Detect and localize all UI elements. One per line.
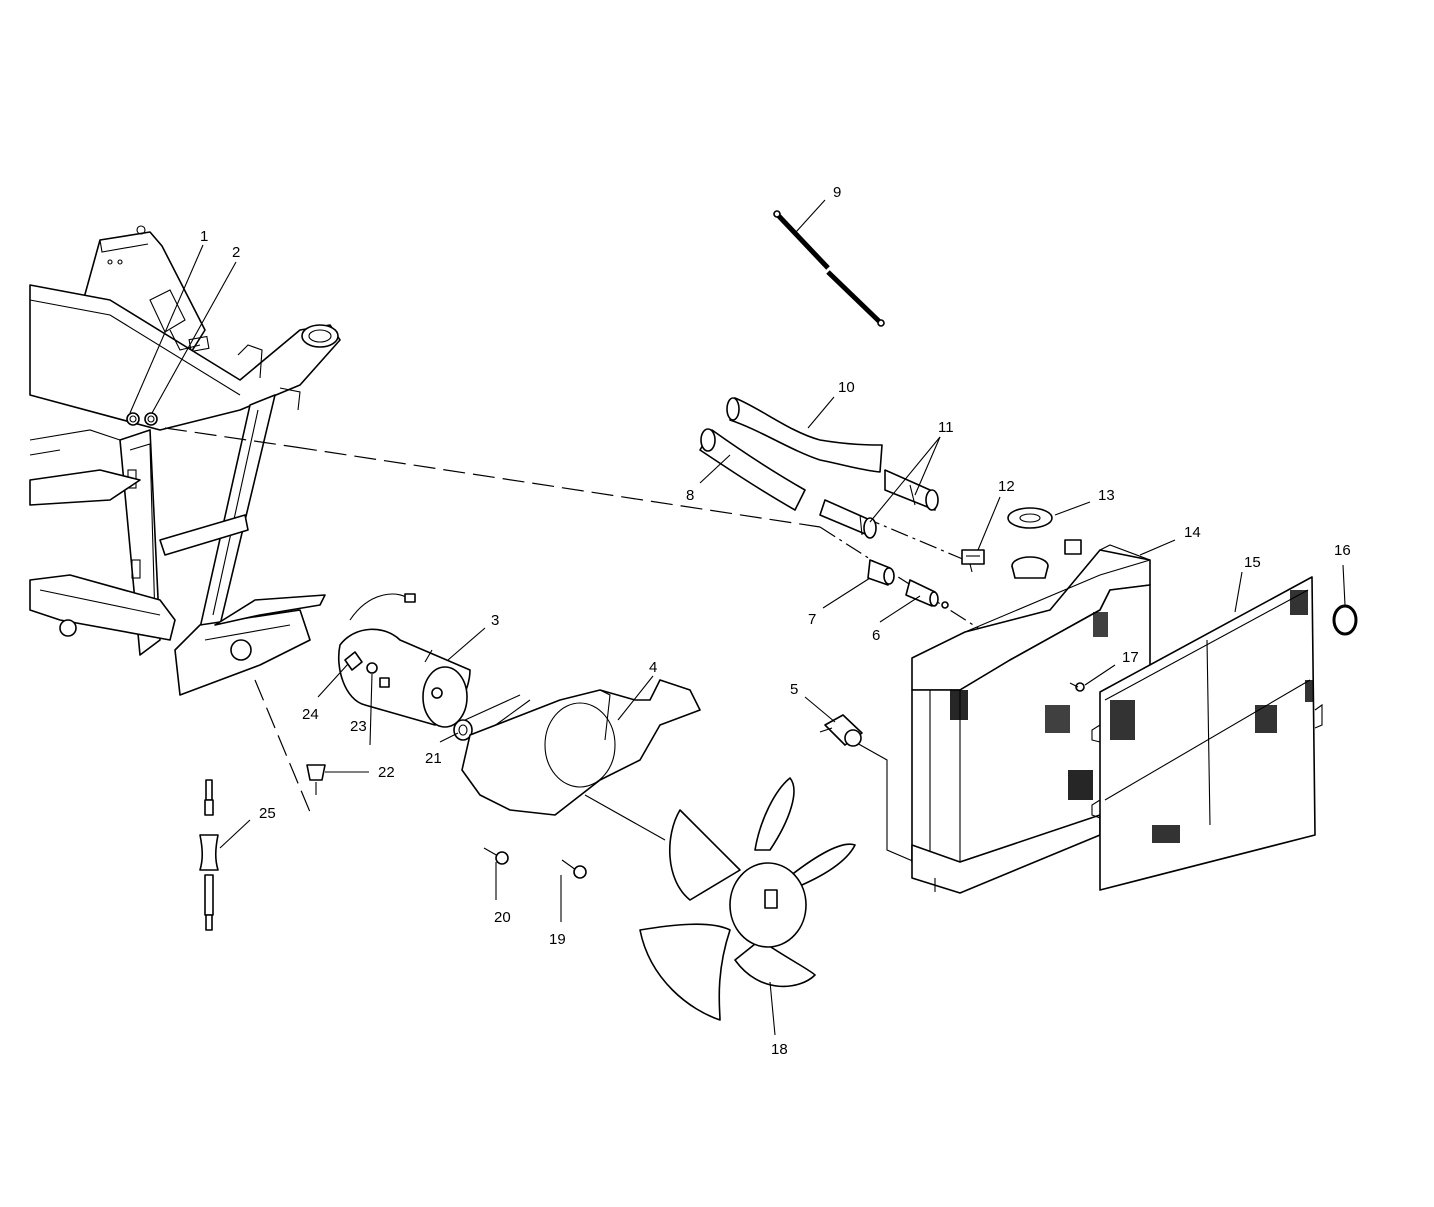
callout-10: 10 xyxy=(838,379,855,396)
callout-3: 3 xyxy=(491,612,499,629)
part-4-shroud xyxy=(461,679,701,816)
callout-24: 24 xyxy=(302,706,319,723)
callout-15: 15 xyxy=(1244,554,1261,571)
callout-21: 21 xyxy=(425,750,442,767)
callout-25: 25 xyxy=(259,805,276,822)
part-24-nut xyxy=(344,651,363,671)
part-25-damper xyxy=(199,779,219,931)
part-15-screen xyxy=(1091,576,1323,891)
callout-13: 13 xyxy=(1098,487,1115,504)
part-14-radiator xyxy=(911,539,1151,894)
callout-20: 20 xyxy=(494,909,511,926)
callout-4: 4 xyxy=(649,659,657,676)
callout-12: 12 xyxy=(998,478,1015,495)
part-5-switch xyxy=(819,714,863,747)
part-8-lower-hose xyxy=(699,428,806,511)
part-12-sensor xyxy=(961,549,985,573)
callout-leaders xyxy=(129,199,1346,1036)
callout-2: 2 xyxy=(232,244,240,261)
callout-17: 17 xyxy=(1122,649,1139,666)
part-23b-nut xyxy=(379,677,390,688)
part-10-upper-hose xyxy=(726,397,883,473)
callout-19: 19 xyxy=(549,931,566,948)
callout-18: 18 xyxy=(771,1041,788,1058)
part-6-sleeve xyxy=(905,579,939,607)
part-11-hose-clamps xyxy=(819,469,939,539)
callout-7: 7 xyxy=(808,611,816,628)
part-9-cable-tie xyxy=(773,210,885,327)
part-20-screw xyxy=(483,847,509,865)
part-21-spacer xyxy=(453,719,473,741)
callout-8: 8 xyxy=(686,487,694,504)
callout-16: 16 xyxy=(1334,542,1351,559)
vehicle-frame xyxy=(29,225,341,696)
callout-1: 1 xyxy=(200,228,208,245)
part-19-screw xyxy=(561,859,587,879)
callout-22: 22 xyxy=(378,764,395,781)
callout-9: 9 xyxy=(833,184,841,201)
part-13-radiator-cap xyxy=(1007,507,1053,579)
part-16-grommet xyxy=(1332,604,1358,636)
callout-6: 6 xyxy=(872,627,880,644)
part-22-nut xyxy=(306,764,326,795)
part-7-coupler xyxy=(867,559,895,586)
callout-labels: 1 2 3 4 5 6 7 8 9 10 11 12 13 14 15 16 1… xyxy=(200,184,1351,1058)
callout-11: 11 xyxy=(938,419,954,436)
callout-23: 23 xyxy=(350,718,367,735)
part-17-bolt xyxy=(1069,682,1085,692)
part-23-washer xyxy=(366,662,378,674)
part-18-fan-blade xyxy=(639,777,856,1021)
callout-5: 5 xyxy=(790,681,798,698)
callout-14: 14 xyxy=(1184,524,1201,541)
